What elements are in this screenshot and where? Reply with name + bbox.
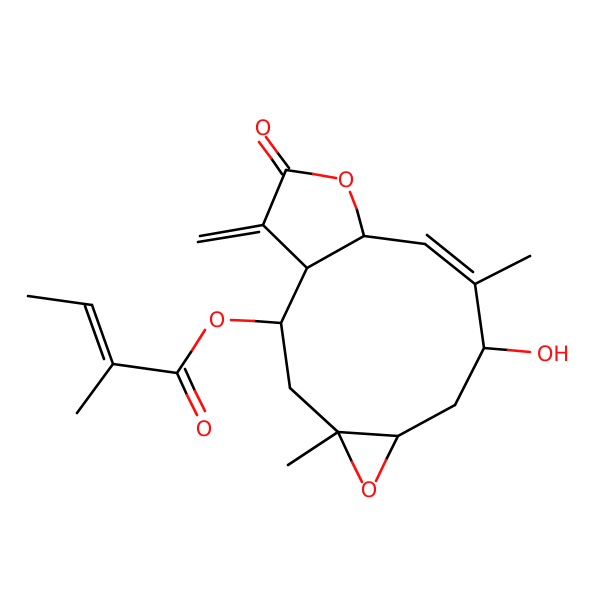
- bond-carbonyl-ring-o-o: [311, 172, 338, 180]
- lactone-ring: [196, 135, 366, 270]
- bond-carbonyl-alkene: [111, 362, 179, 375]
- hydroxyl-group: [482, 346, 532, 354]
- bond-ester-carbonyl-1-o: [185, 393, 199, 417]
- bond-carbonyl-o-half-2: [257, 140, 273, 160]
- bond-ester-carbonyl-2-o: [193, 389, 207, 413]
- bond-vinyl-methyl: [473, 254, 532, 286]
- bond-epoxide-ch-c: [336, 430, 400, 438]
- ester-group: [26, 294, 283, 417]
- ring-oxygen-label: O: [338, 168, 355, 192]
- hydroxyl-label: OH: [537, 342, 569, 366]
- bond-vinyl-double-2: [425, 233, 475, 274]
- bond-epoxide-ch-o-c: [384, 434, 400, 462]
- bond-ch-ester-o-c: [252, 319, 283, 325]
- bond-carbonyl-ring-o-c: [284, 168, 315, 176]
- macrocycle-ring: [279, 233, 532, 467]
- bond-exo-methylene-1: [198, 223, 265, 238]
- bond-ester-carbonyl-2-c: [183, 367, 197, 393]
- bond-vinyl-double-1: [423, 242, 477, 286]
- bond-alkene-double-2: [83, 304, 106, 361]
- bond-exo-methylene-2: [196, 230, 261, 244]
- bond-c-oh-c: [482, 346, 510, 352]
- ester-oxygen-label: O: [209, 308, 226, 332]
- bond-epoxide-c-o-o: [350, 460, 364, 484]
- bond-choh-ch2: [453, 346, 486, 407]
- bond-alkene-double-1: [90, 303, 115, 366]
- bond-ch-ch-fusion: [305, 234, 366, 270]
- epoxide-oxygen-label: O: [361, 478, 378, 502]
- bond-ch2-epoxide-ch: [396, 403, 457, 438]
- bond-epoxide-c-ch2: [288, 386, 340, 434]
- bond-ch-ester-o-o: [229, 318, 256, 323]
- bond-carbonyl-c-half: [275, 150, 291, 170]
- bond-ch-cexo: [261, 223, 309, 270]
- bond-ester-o-co-o: [189, 328, 207, 354]
- ester-carbonyl-oxygen-label: O: [196, 417, 213, 441]
- bond-chester-fusion: [279, 266, 309, 325]
- bond-alkene-methyl: [75, 362, 115, 415]
- bond-c-oh-o: [506, 348, 532, 354]
- bond-ch-vinyl: [362, 234, 427, 246]
- bond-epoxide-methyl: [286, 430, 340, 467]
- bond-cexo-carbonyl: [261, 168, 288, 227]
- bond-vinyl-choh: [473, 282, 486, 350]
- bond-ester-carbonyl-1-c: [175, 371, 189, 397]
- bond-ring-o-ch-o: [348, 190, 359, 212]
- bond-carbonyl-o-half: [264, 135, 279, 154]
- bond-ch2-chester: [279, 321, 292, 390]
- bond-alkene-ethyl: [26, 294, 94, 307]
- carbonyl-oxygen-label: O: [255, 116, 272, 140]
- bond-ester-o-co-c: [175, 350, 193, 375]
- epoxide-ring: [336, 430, 400, 484]
- bond-epoxide-c-o-c: [336, 430, 354, 464]
- bond-ring-o-ch-c: [355, 208, 366, 238]
- bond-epoxide-ch-o-o: [374, 458, 388, 483]
- bond-carbonyl-c-half-2: [269, 156, 284, 176]
